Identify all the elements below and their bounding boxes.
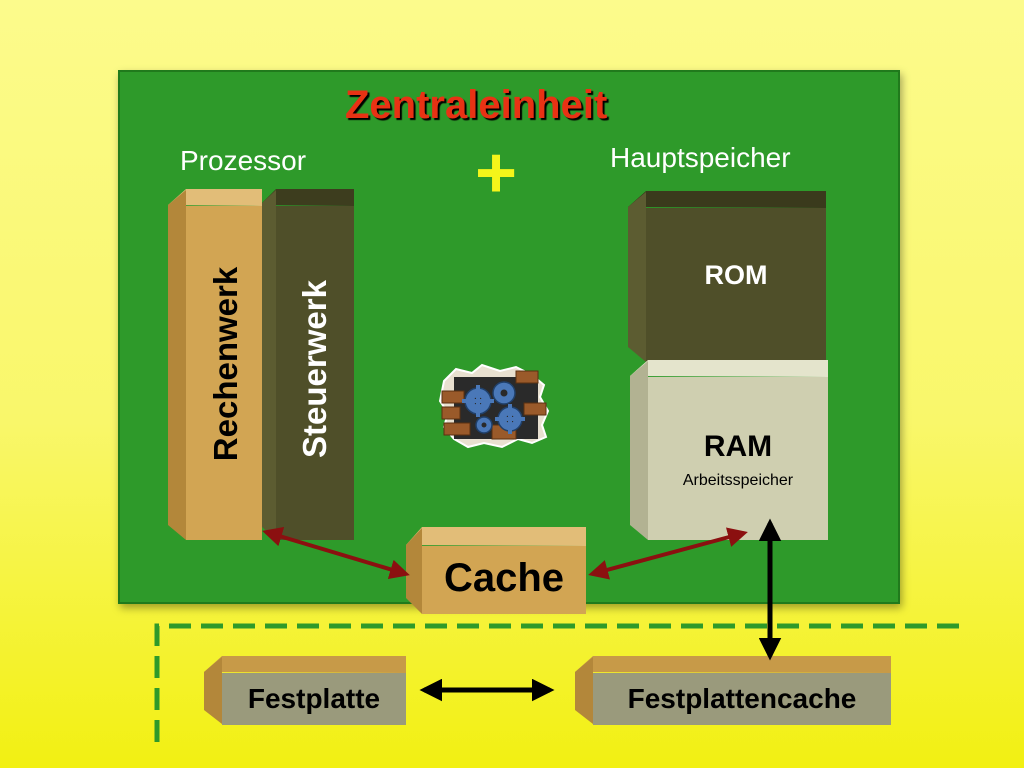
festplatte-label: Festplatte — [247, 683, 381, 714]
cache-block — [406, 527, 586, 614]
rechenwerk-label: Rechenwerk — [207, 266, 244, 462]
cache-label: Cache — [443, 556, 565, 600]
rechenwerk-block — [168, 189, 262, 540]
festplattencache-block — [575, 656, 891, 725]
dashed-boundary — [154, 623, 965, 742]
arrow-cache-ram — [588, 527, 748, 580]
prozessor-label: Prozessor — [180, 145, 307, 176]
ram-sublabel: Arbeitsspeicher — [682, 472, 794, 489]
hauptspeicher-label: Hauptspeicher — [610, 142, 791, 173]
ram-block — [630, 360, 828, 540]
ram-label: RAM — [703, 430, 773, 463]
arrow-prozessor-cache — [262, 527, 410, 579]
diagram-title: Zentraleinheit — [345, 83, 608, 127]
festplatte-block — [204, 656, 406, 725]
rom-block — [628, 191, 826, 362]
rom-label: ROM — [704, 260, 768, 290]
gear-icon — [436, 363, 554, 449]
festplattencache-label: Festplattencache — [627, 683, 857, 714]
steuerwerk-label: Steuerwerk — [296, 280, 333, 458]
steuerwerk-block — [260, 189, 354, 540]
plus-sign: + — [474, 133, 518, 213]
